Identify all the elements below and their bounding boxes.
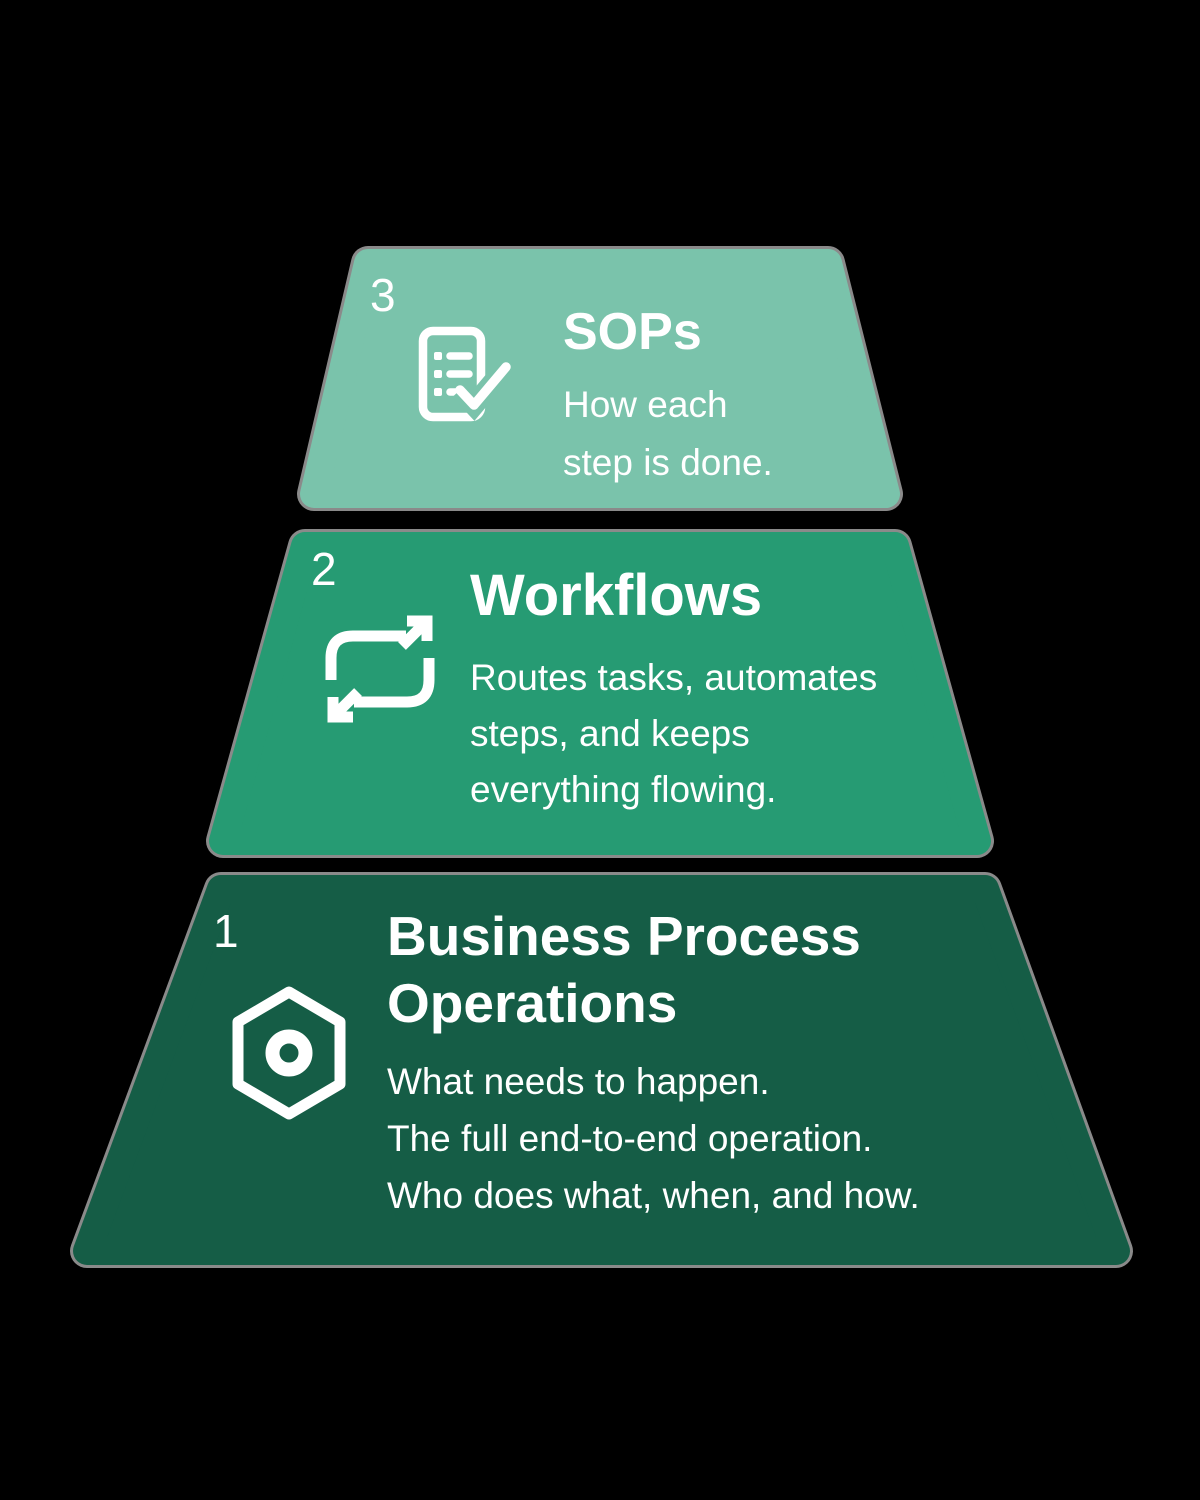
level-1-description-line: What needs to happen. bbox=[387, 1061, 770, 1102]
level-1-title: Business Process Operations bbox=[387, 905, 861, 1034]
level-2-title: Workflows bbox=[470, 563, 763, 628]
level-3-title: SOPs bbox=[563, 303, 702, 361]
level-3-number: 3 bbox=[370, 269, 396, 321]
level-2-description-line: everything flowing. bbox=[470, 769, 777, 810]
level-2-number: 2 bbox=[311, 543, 337, 595]
level-2-description: Routes tasks, automates steps, and keeps… bbox=[470, 650, 877, 818]
level-3-description-line: How each bbox=[563, 384, 728, 425]
level-2-description-line: steps, and keeps bbox=[470, 713, 750, 754]
level-3-description-line: step is done. bbox=[563, 442, 773, 483]
level-2-description-line: Routes tasks, automates bbox=[470, 657, 878, 698]
hexagon-target-icon bbox=[232, 986, 346, 1120]
level-1-description-line: The full end-to-end operation. bbox=[387, 1118, 873, 1159]
repeat-arrows-icon bbox=[318, 610, 442, 728]
checklist-icon bbox=[410, 326, 512, 426]
level-3-description: How each step is done. bbox=[563, 376, 773, 492]
level-3-trapezoid bbox=[300, 249, 900, 508]
level-1-number: 1 bbox=[213, 905, 239, 957]
level-1-trapezoid bbox=[73, 875, 1130, 1265]
level-1-description-line: Who does what, when, and how. bbox=[387, 1175, 920, 1216]
level-1-description: What needs to happen. The full end-to-en… bbox=[387, 1053, 920, 1224]
